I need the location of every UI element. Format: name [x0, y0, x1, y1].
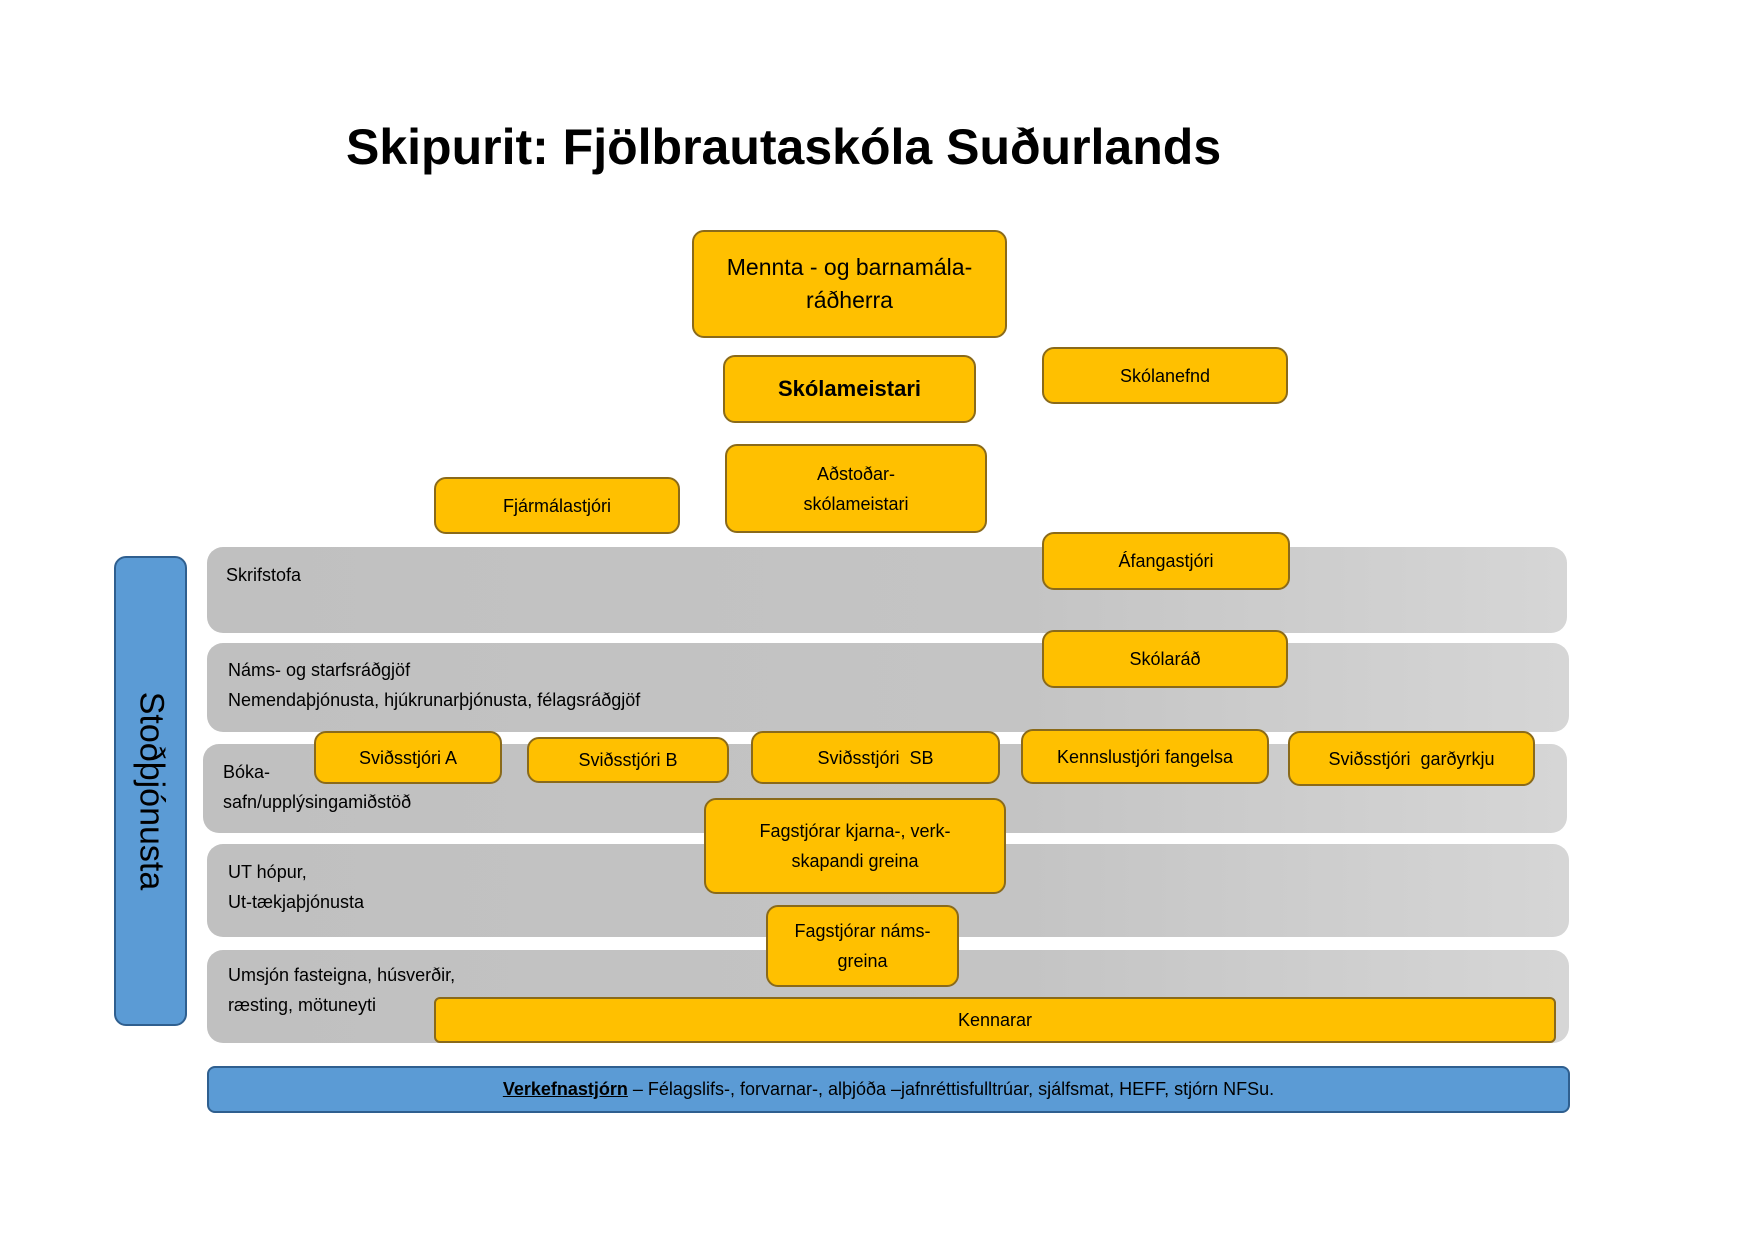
box-skolanefnd: Skólanefnd	[1042, 347, 1288, 404]
band-fasteignir-line-2: ræsting, mötuneyti	[228, 995, 377, 1015]
box-fagstjorar-nams-line-2: greina	[837, 951, 888, 971]
box-svidsstjori-a-label: Sviðsstjóri A	[358, 747, 458, 768]
box-svidsstjori-gardyrkju-label: Sviðsstjóri garðyrkju	[1328, 748, 1495, 769]
box-skolameistari: Skólameistari	[723, 355, 976, 423]
footer-text: – Félagslifs-, forvarnar-, alþjóða –jafn…	[627, 1079, 1275, 1099]
band-ut-line-1: UT hópur,	[228, 862, 307, 882]
band-bokasafn-line-1: Bóka-	[223, 762, 271, 782]
band-bokasafn-line-2: safn/upplýsingamiðstöð	[223, 792, 412, 812]
box-svidsstjori-b-label: Sviðsstjóri B	[578, 750, 678, 770]
band-radgjof: Náms- og starfsráðgjöf Nemendaþjónusta, …	[207, 643, 1569, 732]
support-services-label: Stoðþjónusta	[132, 691, 170, 891]
box-adstodarskolameistari: Aðstoðar- skólameistari	[725, 444, 987, 533]
footer-lead: Verkefnastjórn	[502, 1079, 628, 1099]
band-fasteignir-line-1: Umsjón fasteigna, húsverðir,	[228, 965, 456, 985]
box-skolarad: Skólaráð	[1042, 630, 1288, 688]
page-title: Skipurit: Fjölbrautaskóla Suðurlands	[346, 119, 1222, 175]
box-adstodarskolameistari-line-1: Aðstoðar-	[816, 463, 896, 484]
box-radherra-line-2: ráðherra	[806, 287, 893, 313]
box-radherra: Mennta - og barnamála- ráðherra	[692, 230, 1007, 338]
box-kennarar-label: Kennarar	[957, 1010, 1033, 1030]
box-afangastjori: Áfangastjóri	[1042, 532, 1290, 590]
box-svidsstjori-sb: Sviðsstjóri SB	[751, 731, 1000, 784]
band-skrifstofa: Skrifstofa	[207, 547, 1567, 633]
box-fagstjorar-nams-line-1: Fagstjórar náms-	[794, 921, 931, 941]
box-kennslustjori-fangelsa-label: Kennslustjóri fangelsa	[1056, 746, 1234, 767]
box-svidsstjori-sb-label: Sviðsstjóri SB	[817, 747, 934, 768]
box-afangastjori-label: Áfangastjóri	[1118, 551, 1214, 571]
box-fagstjorar-kjarna-line-1: Fagstjórar kjarna-, verk-	[759, 821, 951, 841]
band-ut-line-2: Ut-tækjaþjónusta	[228, 892, 365, 912]
box-skolanefnd-label: Skólanefnd	[1119, 365, 1211, 386]
box-radherra-line-1: Mennta - og barnamála-	[726, 254, 973, 280]
band-skrifstofa-line-1: Skrifstofa	[226, 565, 302, 585]
box-svidsstjori-gardyrkju: Sviðsstjóri garðyrkju	[1288, 731, 1535, 786]
box-kennslustjori-fangelsa: Kennslustjóri fangelsa	[1021, 729, 1269, 784]
box-fagstjorar-kjarna-line-2: skapandi greina	[791, 851, 919, 871]
box-svidsstjori-a: Sviðsstjóri A	[314, 731, 502, 784]
box-fagstjorar-kjarna: Fagstjórar kjarna-, verk- skapandi grein…	[704, 798, 1006, 894]
project-management-bar: Verkefnastjórn – Félagslifs-, forvarnar-…	[207, 1066, 1570, 1113]
box-fagstjorar-nams: Fagstjórar náms- greina	[766, 905, 959, 987]
band-radgjof-line-2: Nemendaþjónusta, hjúkrunarþjónusta, féla…	[228, 690, 641, 710]
support-services-bar: Stoðþjónusta	[114, 556, 187, 1026]
band-radgjof-line-1: Náms- og starfsráðgjöf	[228, 660, 411, 680]
box-skolameistari-label: Skólameistari	[777, 376, 922, 401]
box-svidsstjori-b: Sviðsstjóri B	[527, 737, 729, 783]
box-fjarmalastjori: Fjármálastjóri	[434, 477, 680, 534]
box-adstodarskolameistari-line-2: skólameistari	[803, 493, 909, 514]
box-fjarmalastjori-label: Fjármálastjóri	[502, 495, 612, 516]
box-kennarar: Kennarar	[434, 997, 1556, 1043]
box-skolarad-label: Skólaráð	[1129, 649, 1201, 669]
